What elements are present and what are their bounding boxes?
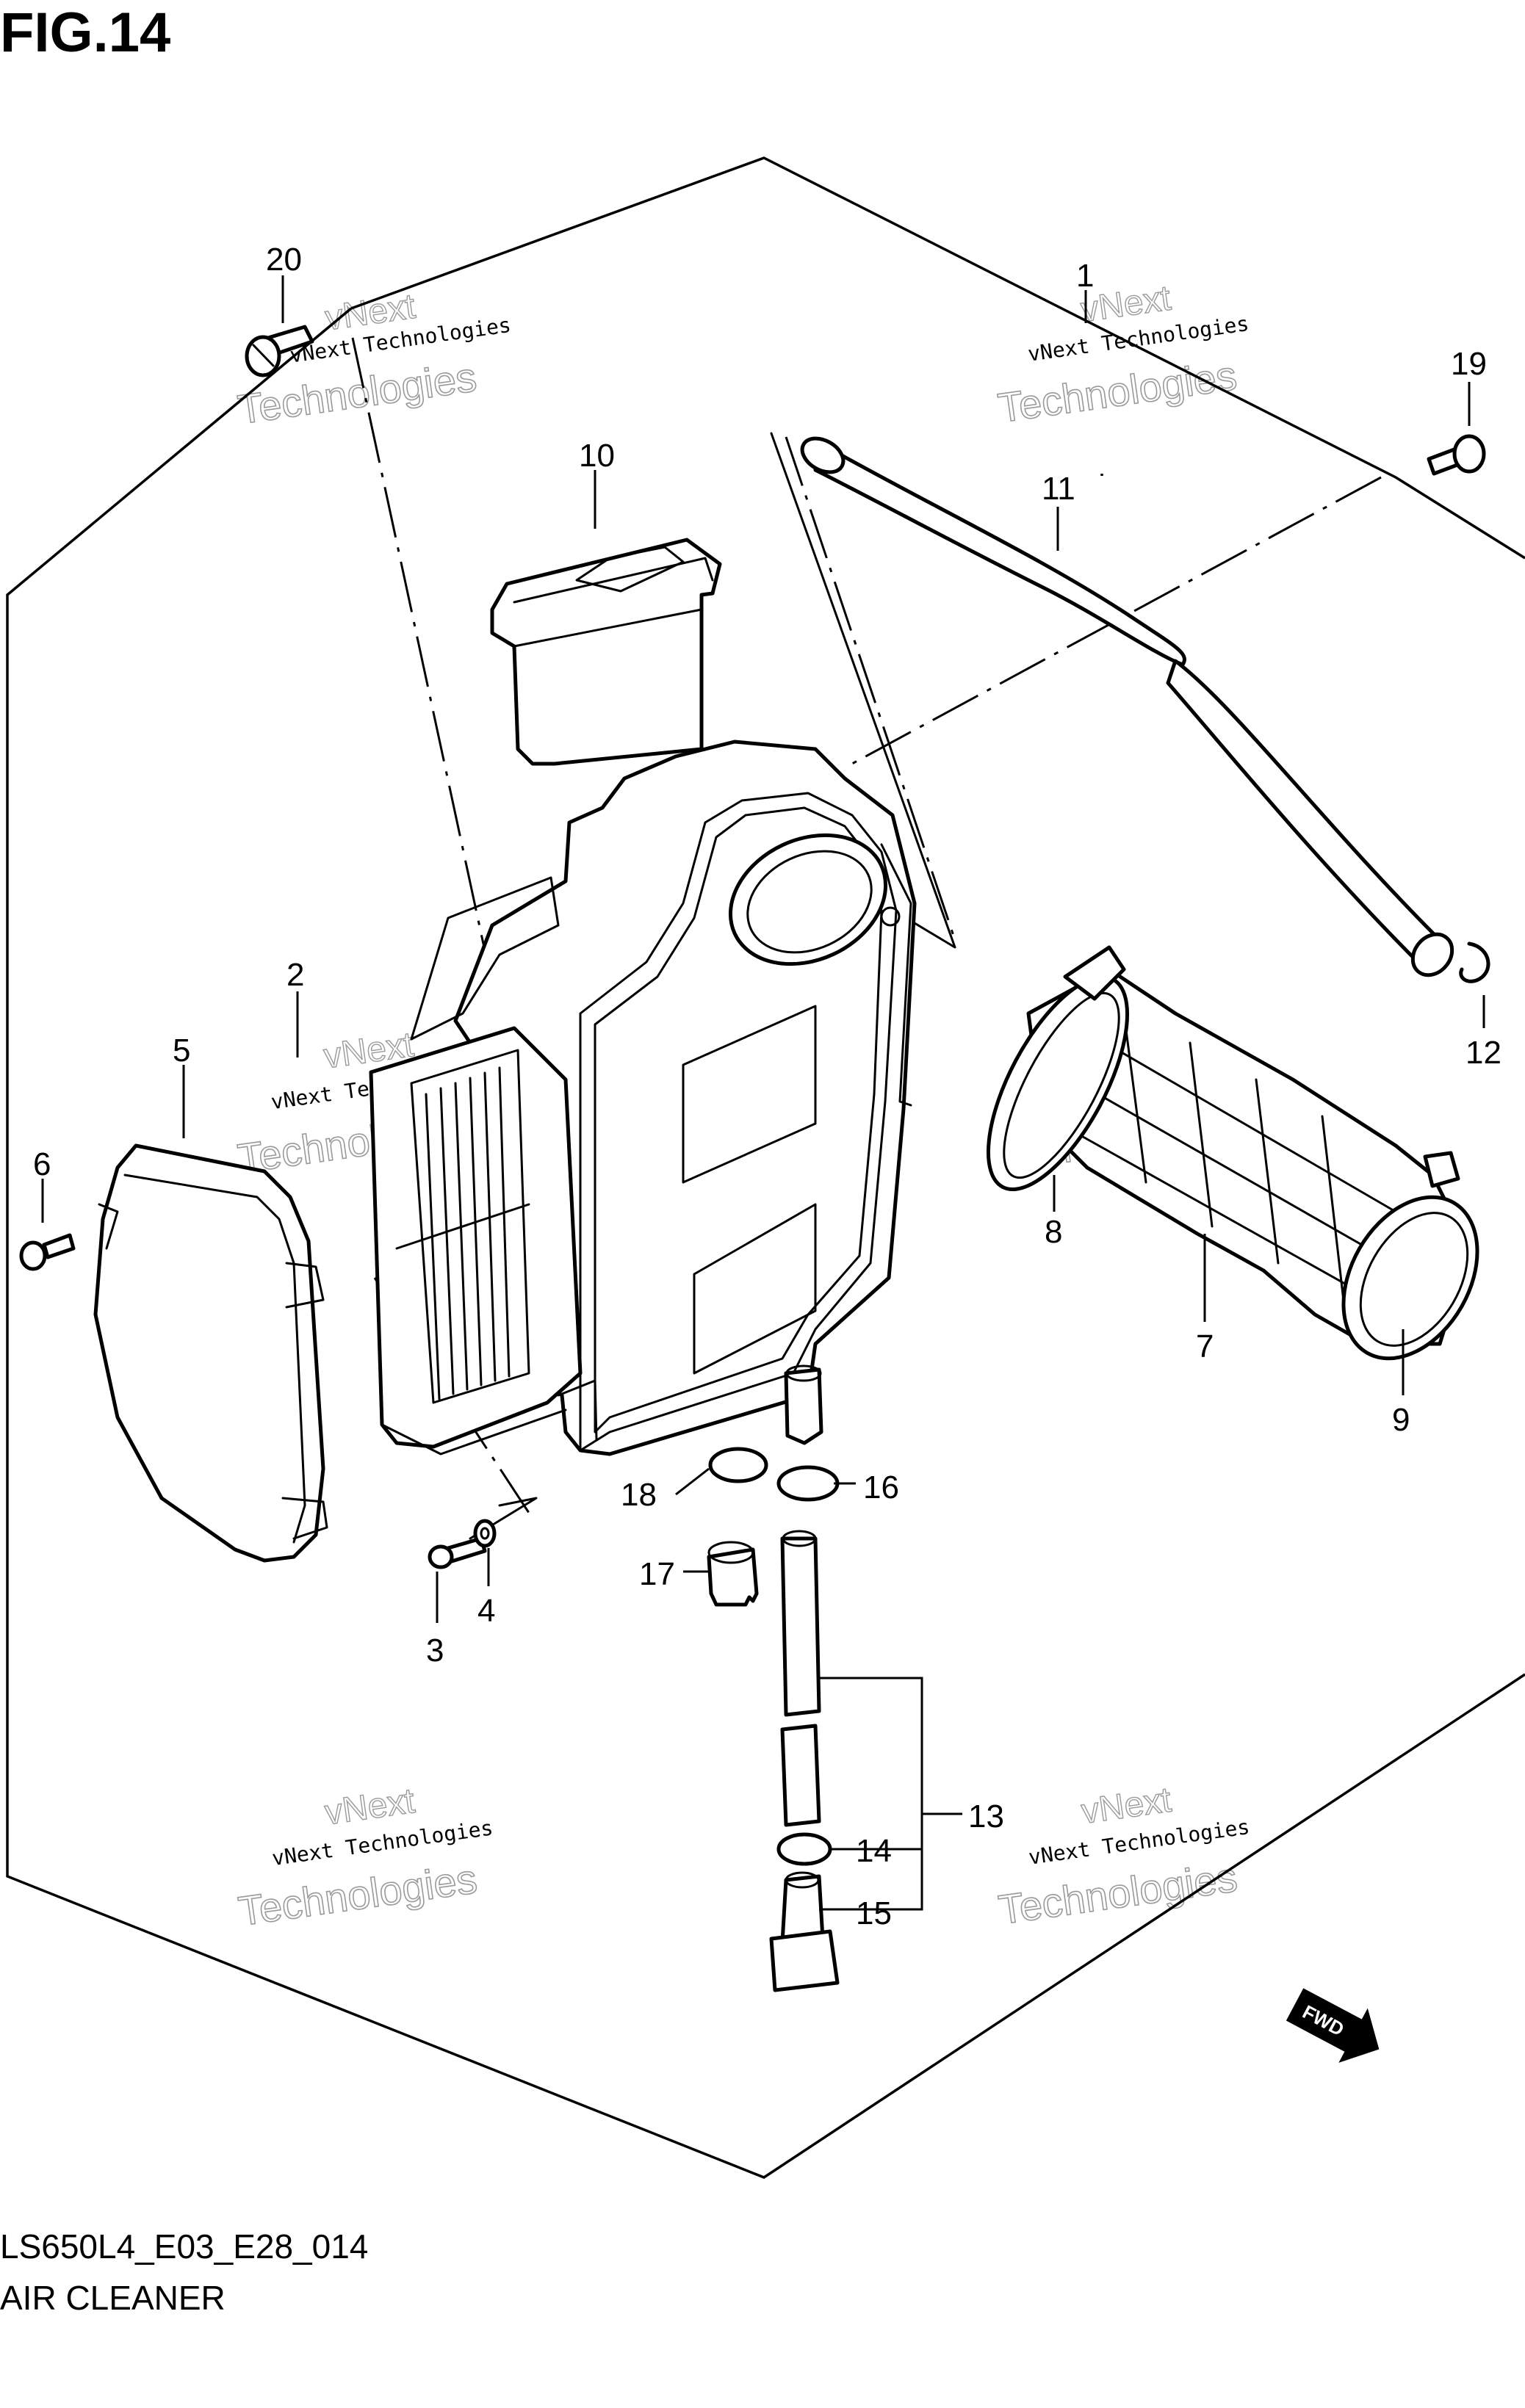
part-12-clamp [1459, 941, 1490, 983]
callout-12: 12 [1465, 1035, 1501, 1071]
filter-pleats [425, 1066, 511, 1400]
part-13-drain-hose [780, 1530, 821, 1827]
callout-10: 10 [579, 438, 615, 474]
watermark-bottom-left: vNext vNext Technologies Technologies [235, 1781, 494, 1935]
leader-lines [41, 275, 1485, 1911]
figure-title: FIG.14 [0, 1, 170, 64]
part-18-clip [708, 1447, 768, 1483]
watermark-text: Technologies [236, 1855, 480, 1934]
callout-13: 13 [968, 1798, 1004, 1834]
part-20-bolt [245, 325, 314, 377]
callout-16: 16 [863, 1469, 899, 1505]
part-8-clamp [986, 945, 1130, 1192]
callout-3: 3 [426, 1633, 444, 1668]
part-4-washer [473, 1519, 497, 1548]
figure-caption: AIR CLEANER [0, 2279, 226, 2317]
callout-14: 14 [856, 1833, 892, 1869]
callout-11: 11 [1042, 471, 1075, 507]
callout-19: 19 [1451, 346, 1487, 382]
part-6-screw [19, 1233, 76, 1271]
part-2-filter-element [369, 1026, 583, 1456]
part-17-cap [707, 1541, 759, 1607]
callout-5: 5 [173, 1033, 190, 1069]
assembly-outline [6, 307, 1525, 2179]
part-16-clip [776, 1465, 840, 1502]
part-5-cover [93, 1143, 328, 1563]
part-14-clip [776, 1832, 832, 1866]
callout-1: 1 [1076, 258, 1094, 294]
watermark-top-right: vNext vNext Technologies Technologies [995, 278, 1250, 432]
callout-4: 4 [477, 1593, 495, 1629]
watermark-text: vNext [1079, 1781, 1174, 1832]
callout-18: 18 [621, 1477, 657, 1513]
callout-8: 8 [1045, 1214, 1062, 1250]
fwd-arrow-icon: FWD [1286, 1988, 1380, 2063]
part-10-inlet-duct [490, 538, 722, 766]
watermark-text: vNext [322, 1782, 417, 1833]
part-3-screw [428, 1536, 487, 1569]
part-11-breather-hose [800, 436, 1454, 977]
alignment-line [851, 476, 1382, 765]
callout-15: 15 [856, 1895, 892, 1931]
assembly-outline [350, 156, 1525, 560]
part-9-clamp [1341, 1151, 1479, 1361]
callout-7: 7 [1196, 1328, 1214, 1364]
watermark-bottom-right: vNext vNext Technologies Technologies [995, 1780, 1251, 1934]
callout-9: 9 [1392, 1402, 1410, 1438]
callout-6: 6 [33, 1146, 51, 1182]
part-15-drain-plug [769, 1871, 840, 1992]
alignment-line [785, 436, 956, 941]
model-code: LS650L4_E03_E28_014 [0, 2227, 368, 2266]
callout-17: 17 [639, 1556, 675, 1592]
callout-2: 2 [286, 957, 304, 993]
callout-20: 20 [266, 242, 302, 278]
part-19-bolt [1427, 434, 1486, 476]
